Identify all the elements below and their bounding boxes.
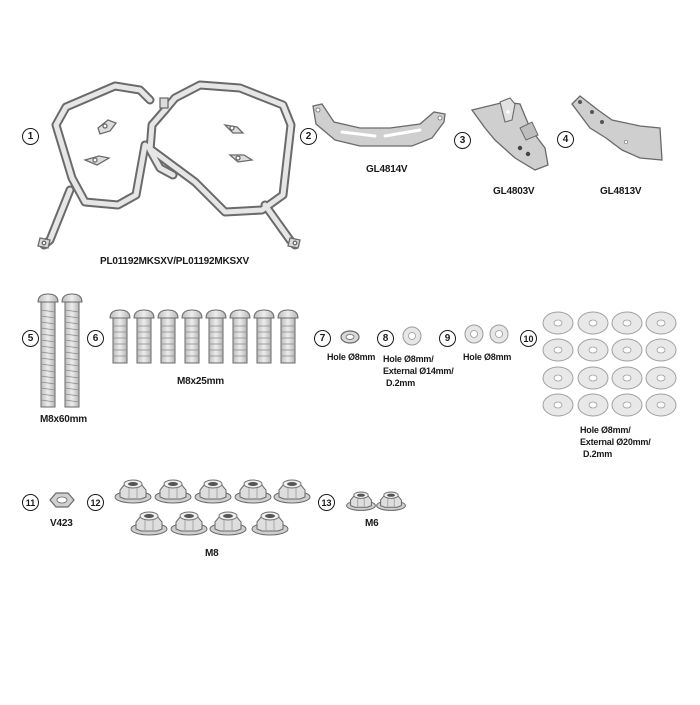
part-10-spec-line-2: External Ø20mm/: [580, 437, 651, 447]
part-5-spec: M8x60mm: [40, 414, 87, 425]
washer-20mm: [645, 366, 677, 390]
part-7-spec: Hole Ø8mm: [327, 352, 376, 362]
bracket-gl4813v: [571, 95, 663, 161]
flange-nut: [251, 511, 289, 536]
part-number-11: 11: [22, 494, 39, 511]
short-bolt-threads: [113, 325, 295, 357]
part-number-3: 3: [454, 132, 471, 149]
flange-nut: [170, 511, 208, 536]
part-number-1: 1: [22, 128, 39, 145]
part-12-spec: M8: [205, 548, 219, 559]
part-6-spec: M8x25mm: [177, 376, 224, 387]
washer-14mm: [402, 326, 422, 346]
flange-nut: [234, 479, 272, 504]
long-bolts-m8x60: [37, 293, 83, 408]
washers-pair: [464, 324, 509, 344]
washer-20mm: [645, 338, 677, 362]
washer-20mm: [611, 366, 643, 390]
washer-20mm: [542, 393, 574, 417]
flange-nut: [114, 479, 152, 504]
flange-nut: [376, 491, 406, 511]
part-13-spec: M6: [365, 518, 379, 529]
washer-20mm: [577, 366, 609, 390]
washer-20mm: [611, 393, 643, 417]
part-number-6: 6: [87, 330, 104, 347]
washer-20mm: [611, 338, 643, 362]
part-8-spec-line-2: External Ø14mm/: [383, 366, 454, 376]
flange-nut: [209, 511, 247, 536]
washer-20mm: [577, 393, 609, 417]
part-3-code: GL4803V: [493, 186, 535, 197]
part-11-code: V423: [50, 518, 73, 529]
part-number-2: 2: [300, 128, 317, 145]
flange-nut: [130, 511, 168, 536]
part-8-spec-line-3: D.2mm: [386, 378, 416, 388]
split-lock-washer: [340, 330, 360, 344]
washer-20mm: [577, 338, 609, 362]
part-number-12: 12: [87, 494, 104, 511]
part-number-10: 10: [520, 330, 537, 347]
part-number-4: 4: [557, 131, 574, 148]
part-9-spec: Hole Ø8mm: [463, 352, 512, 362]
flange-nut: [154, 479, 192, 504]
part-number-5: 5: [22, 330, 39, 347]
washers-20mm-grid: [542, 311, 677, 417]
part-10-spec-line-1: Hole Ø8mm/: [580, 425, 631, 435]
washer-20mm: [577, 311, 609, 335]
washer-20mm: [542, 366, 574, 390]
rack-tabs: [37, 97, 301, 249]
bracket-gl4814v: [312, 103, 446, 147]
bracket-gl4803v: [470, 97, 549, 171]
flange-nut: [194, 479, 232, 504]
washer-20mm: [542, 311, 574, 335]
washer-20mm: [542, 338, 574, 362]
flange-nut: [346, 491, 376, 511]
part-1-code: PL01192MKSXV/PL01192MKSXV: [100, 256, 249, 267]
thin-nut-v423: [49, 492, 75, 508]
part-number-13: 13: [318, 494, 335, 511]
short-bolts-m8x25: [109, 309, 299, 364]
part-2-code: GL4814V: [366, 164, 408, 175]
part-number-9: 9: [439, 330, 456, 347]
part-number-8: 8: [377, 330, 394, 347]
washer-20mm: [645, 311, 677, 335]
part-10-spec-line-3: D.2mm: [583, 449, 613, 459]
flange-nuts-m6: [346, 491, 406, 511]
part-number-7: 7: [314, 330, 331, 347]
flange-nut: [273, 479, 311, 504]
part-8-spec-line-1: Hole Ø8mm/: [383, 354, 434, 364]
washer-20mm: [645, 393, 677, 417]
flange-nuts-m8: [114, 479, 311, 536]
part-4-code: GL4813V: [600, 186, 642, 197]
washer-20mm: [611, 311, 643, 335]
